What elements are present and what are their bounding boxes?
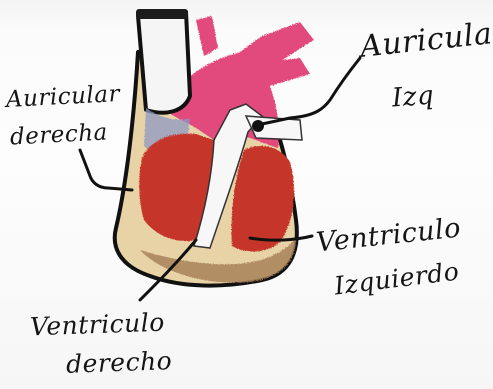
label-ventriculo-derecho-line1: Ventriculo — [30, 310, 166, 340]
label-auricula-derecha-line1: Auricular — [5, 83, 120, 112]
label-auricula-derecha-line2: derecha — [9, 121, 108, 149]
vena-cava-rim — [136, 9, 188, 19]
valve-dot — [252, 120, 264, 132]
label-auricula-izquierda-line2: Izq — [391, 83, 435, 112]
label-ventriculo-derecho-line2: derecho — [66, 348, 173, 377]
great-vessel-top — [196, 16, 218, 56]
superior-vena-cava — [138, 12, 190, 113]
